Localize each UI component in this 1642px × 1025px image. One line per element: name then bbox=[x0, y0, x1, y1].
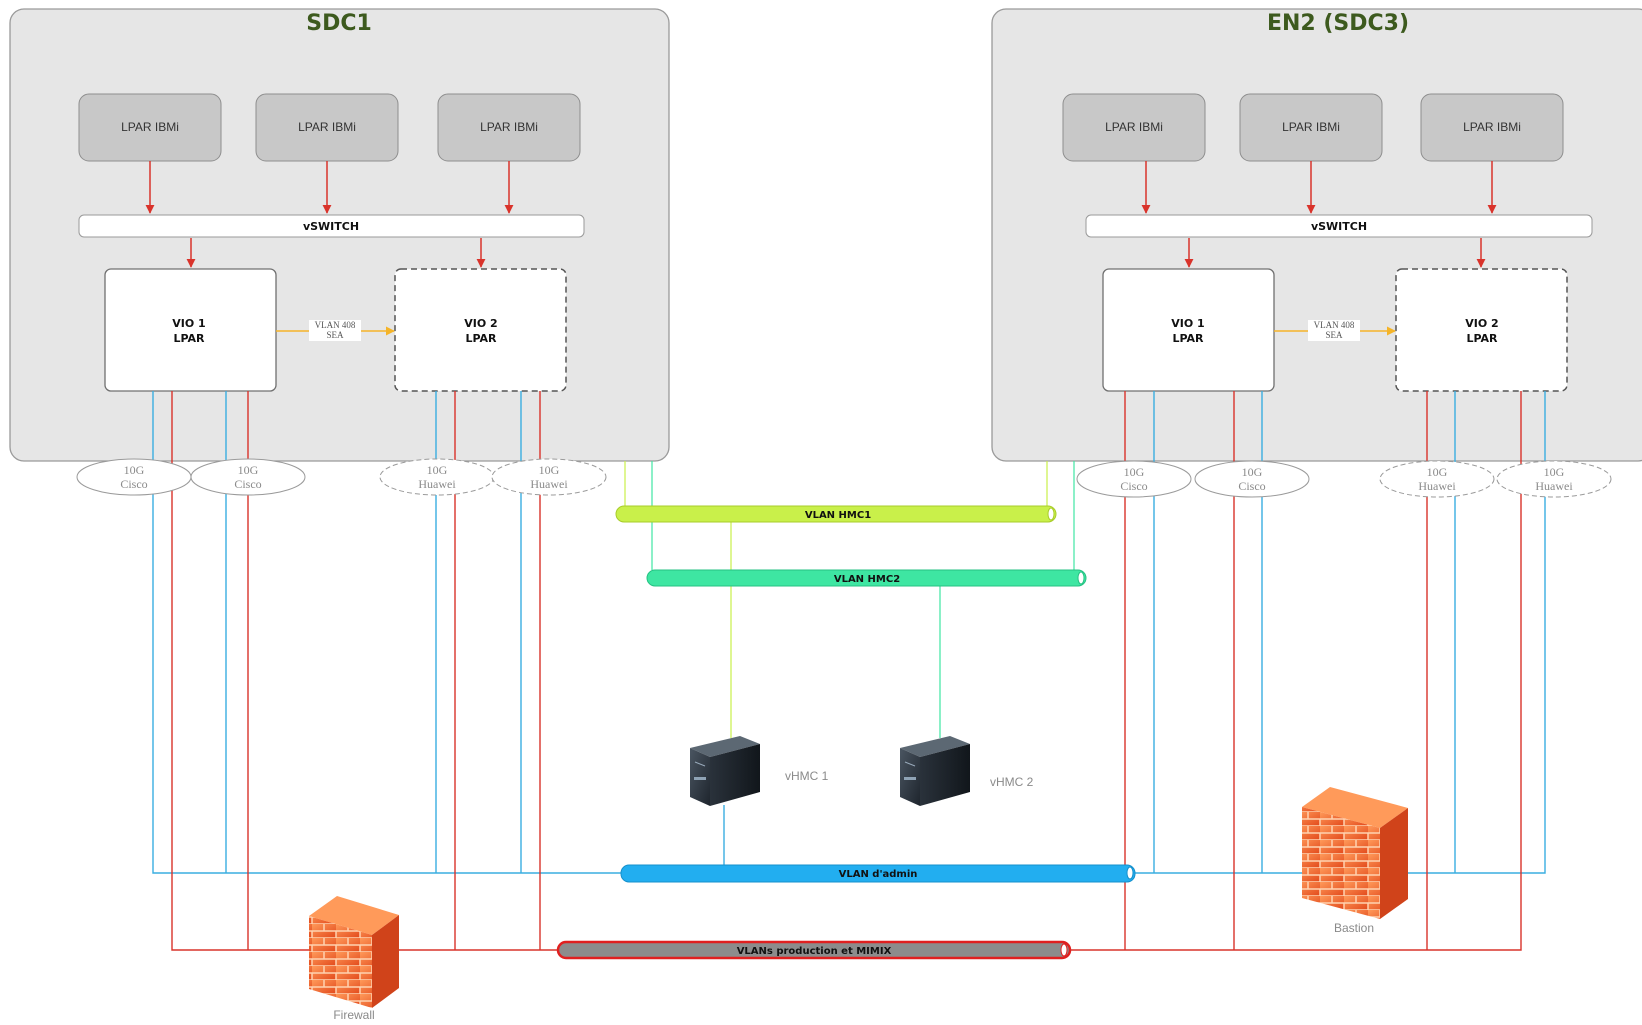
vlan-prod-label: VLANs production et MIMIX bbox=[737, 946, 892, 957]
site-title-right: EN2 (SDC3) bbox=[1267, 11, 1409, 36]
vio1-line1: VIO 1 bbox=[1171, 317, 1204, 330]
vio2-box bbox=[1395, 268, 1568, 392]
lpar-label: LPAR IBMi bbox=[121, 120, 179, 134]
port-speed: 10G bbox=[1242, 465, 1263, 479]
vlan-admin-bar bbox=[620, 864, 1136, 883]
sea-line1: VLAN 408 bbox=[1314, 320, 1355, 330]
ports-right: 10G Cisco 10G Cisco 10G Huawei 10G Huawe… bbox=[1076, 460, 1612, 498]
port-oval bbox=[1379, 460, 1495, 498]
vlan-hmc2-cap bbox=[1077, 571, 1085, 585]
port-oval bbox=[1076, 460, 1192, 498]
lpar-label: LPAR IBMi bbox=[1282, 120, 1340, 134]
vio2-line1: VIO 2 bbox=[464, 317, 497, 330]
port-oval bbox=[491, 458, 607, 496]
vio2-line2: LPAR bbox=[1466, 332, 1498, 345]
firewall-icon bbox=[309, 896, 399, 1008]
sea-line1: VLAN 408 bbox=[315, 320, 356, 330]
port-oval bbox=[1496, 460, 1612, 498]
vswitch-bar bbox=[1085, 214, 1593, 238]
port-speed: 10G bbox=[1544, 465, 1565, 479]
vio2-line2: LPAR bbox=[465, 332, 497, 345]
vlan-admin-label: VLAN d'admin bbox=[839, 869, 918, 880]
site-left-lpars: LPAR IBMi LPAR IBMi LPAR IBMi bbox=[78, 93, 581, 162]
port-speed: 10G bbox=[238, 463, 259, 477]
vlan-prod-cap bbox=[1060, 943, 1068, 957]
vlan-prod-bar bbox=[556, 940, 1072, 960]
port-vendor: Huawei bbox=[1535, 479, 1573, 493]
server-label-vhmc2: vHMC 2 bbox=[990, 775, 1034, 789]
port-vendor: Huawei bbox=[530, 477, 568, 491]
lpar-label: LPAR IBMi bbox=[480, 120, 538, 134]
sea-line2: SEA bbox=[1325, 330, 1343, 340]
port-speed: 10G bbox=[427, 463, 448, 477]
vlan-hmc1-bar bbox=[615, 505, 1057, 523]
lpar-box bbox=[1062, 93, 1206, 162]
sea-line2: SEA bbox=[326, 330, 344, 340]
bastion-label: Bastion bbox=[1334, 921, 1374, 935]
server-label-vhmc1: vHMC 1 bbox=[785, 769, 829, 783]
vio1-line2: LPAR bbox=[173, 332, 205, 345]
port-vendor: Huawei bbox=[1418, 479, 1456, 493]
lpar-label: LPAR IBMi bbox=[1463, 120, 1521, 134]
bastion-icon bbox=[1302, 787, 1408, 919]
sea-label-bg bbox=[1308, 320, 1360, 341]
port-speed: 10G bbox=[124, 463, 145, 477]
port-vendor: Cisco bbox=[1238, 479, 1265, 493]
vswitch-bar bbox=[78, 214, 585, 238]
port-speed: 10G bbox=[539, 463, 560, 477]
vswitch-label: vSWITCH bbox=[303, 220, 359, 233]
lpar-label: LPAR IBMi bbox=[298, 120, 356, 134]
vio2-line1: VIO 2 bbox=[1465, 317, 1498, 330]
port-oval bbox=[1194, 460, 1310, 498]
port-oval bbox=[190, 458, 306, 496]
port-speed: 10G bbox=[1427, 465, 1448, 479]
hmc-links bbox=[624, 461, 1075, 738]
port-speed: 10G bbox=[1124, 465, 1145, 479]
vio1-box bbox=[1102, 268, 1275, 392]
port-vendor: Huawei bbox=[418, 477, 456, 491]
ports-left: 10G Cisco 10G Cisco 10G Huawei 10G Huawe… bbox=[76, 458, 607, 496]
server-icon bbox=[900, 736, 970, 806]
vlan-hmc2-label: VLAN HMC2 bbox=[834, 574, 900, 585]
port-vendor: Cisco bbox=[120, 477, 147, 491]
firewall-label: Firewall bbox=[333, 1008, 374, 1022]
vio2-box bbox=[394, 268, 567, 392]
site-title-left: SDC1 bbox=[306, 11, 372, 36]
vlan-hmc1-cap bbox=[1047, 507, 1055, 521]
vlan-hmc1-label: VLAN HMC1 bbox=[805, 510, 871, 521]
vio1-box bbox=[104, 268, 277, 392]
port-vendor: Cisco bbox=[234, 477, 261, 491]
vlan-admin-cap bbox=[1126, 866, 1134, 880]
lpar-label: LPAR IBMi bbox=[1105, 120, 1163, 134]
vswitch-label: vSWITCH bbox=[1311, 220, 1367, 233]
vlan-hmc2-bar bbox=[646, 569, 1087, 587]
vio1-line2: LPAR bbox=[1172, 332, 1204, 345]
site-right-lpars: LPAR IBMi LPAR IBMi LPAR IBMi bbox=[1062, 93, 1564, 162]
port-vendor: Cisco bbox=[1120, 479, 1147, 493]
server-icon bbox=[690, 736, 760, 806]
sea-label-bg bbox=[309, 320, 361, 341]
vio1-line1: VIO 1 bbox=[172, 317, 205, 330]
